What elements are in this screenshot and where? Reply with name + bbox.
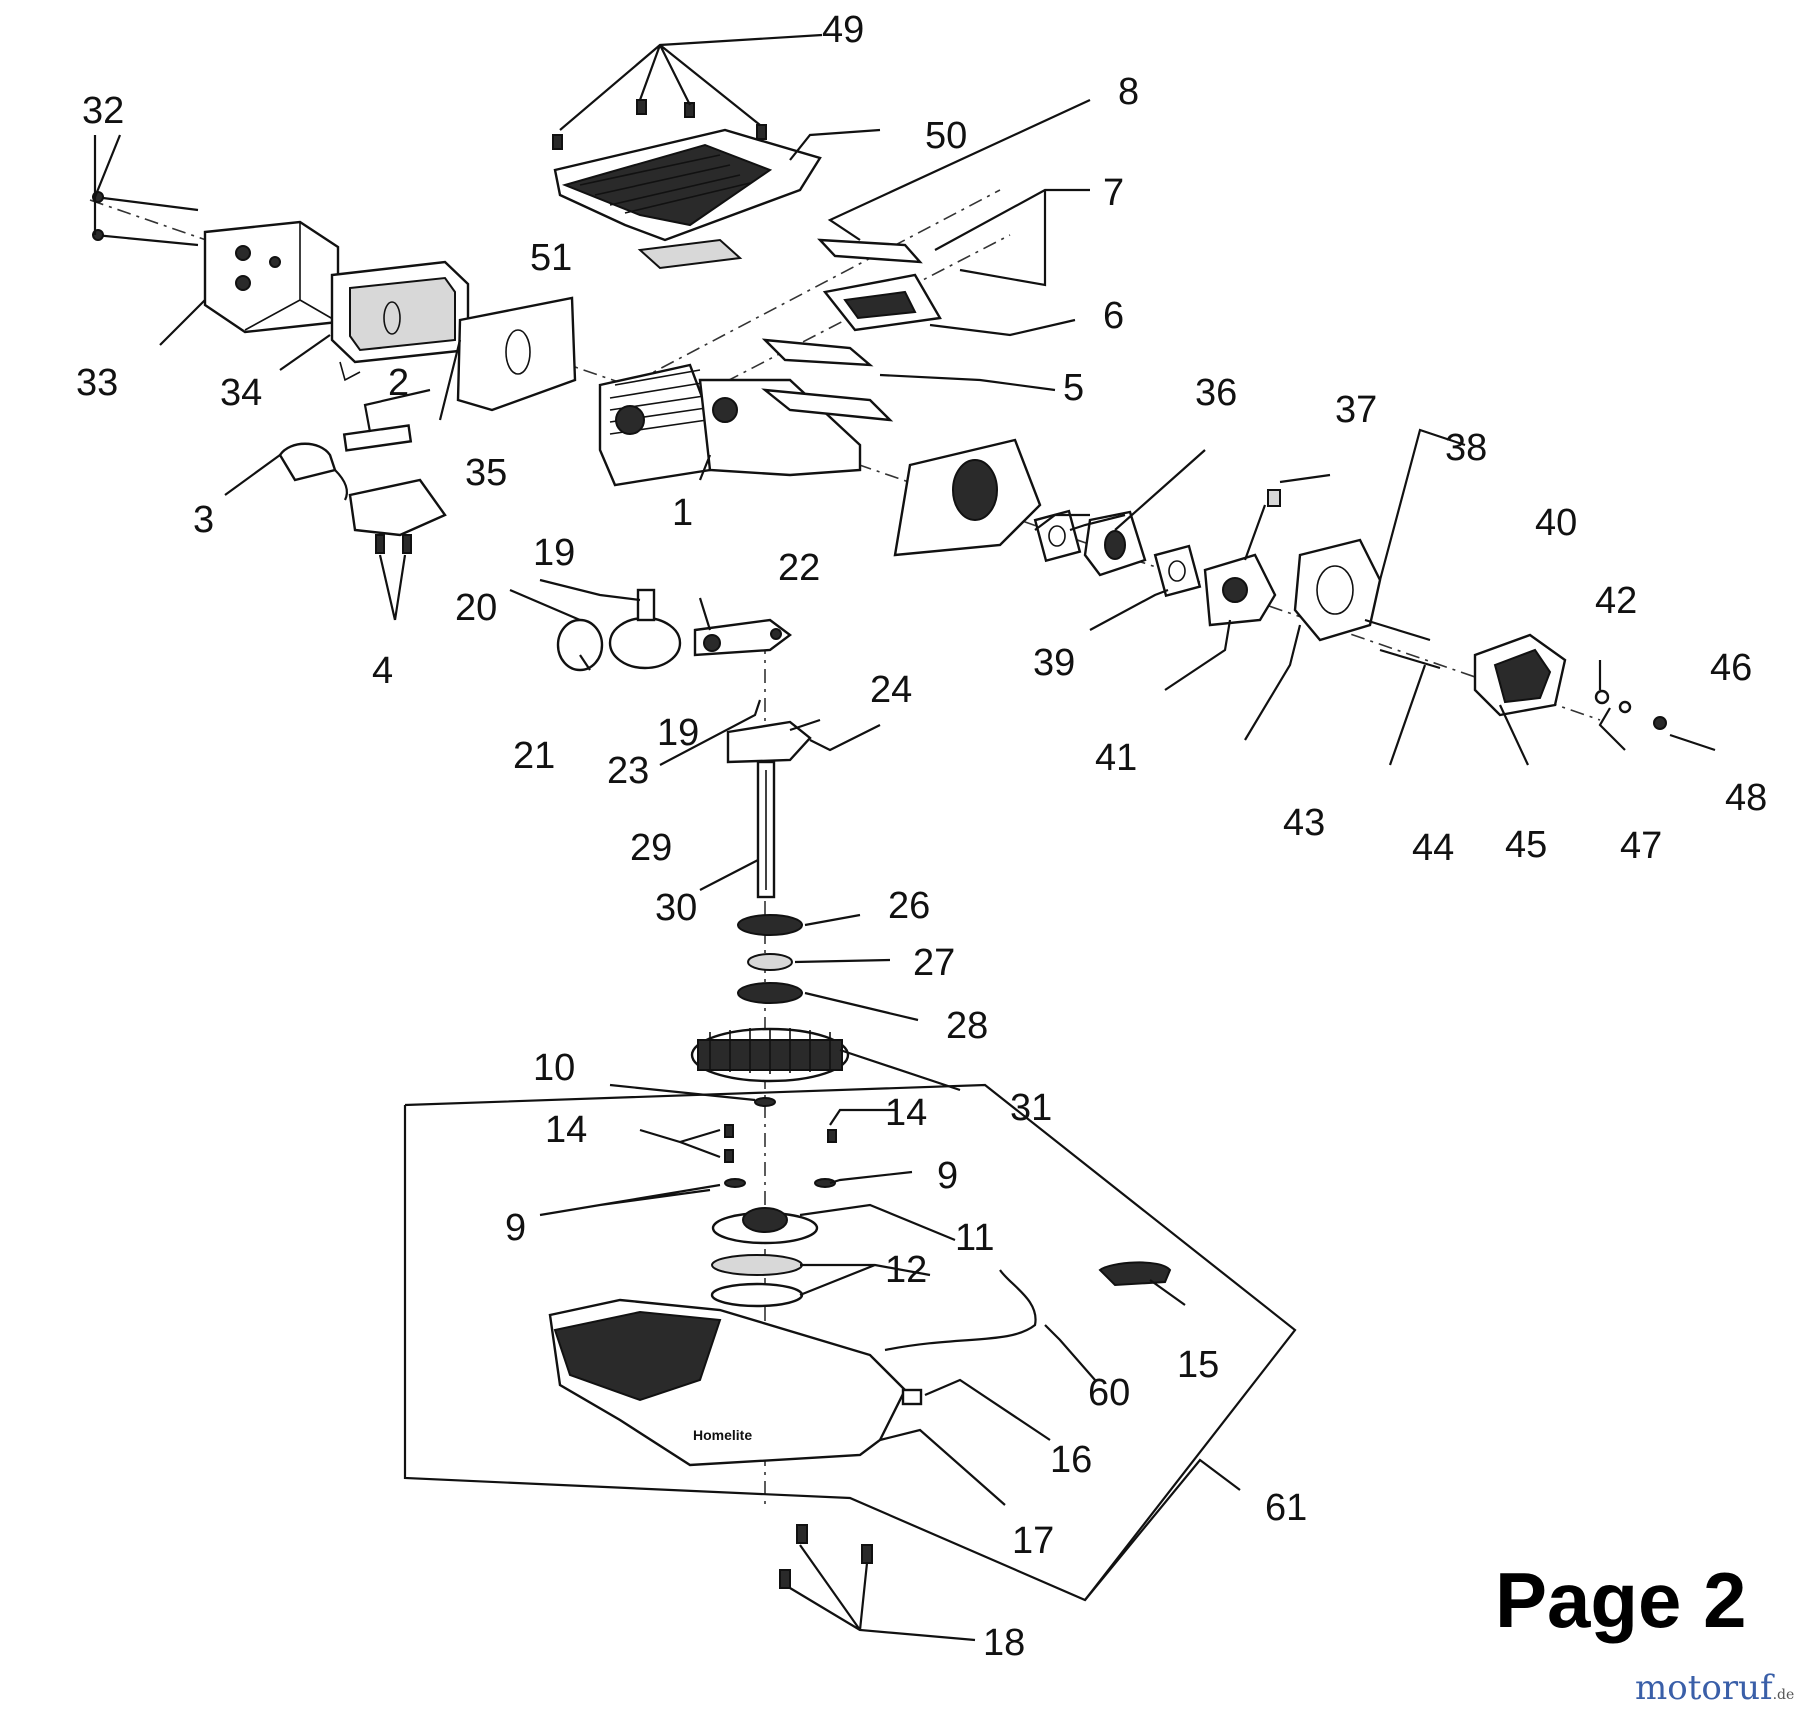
callout-30: 30 — [655, 887, 697, 929]
callout-14a: 14 — [545, 1109, 587, 1151]
callout-6: 6 — [1103, 295, 1124, 337]
washer-47 — [1618, 700, 1632, 714]
callout-3: 3 — [193, 499, 214, 541]
watermark-tld: .de — [1772, 1687, 1795, 1703]
carb-cover — [1473, 633, 1567, 717]
callout-48: 48 — [1725, 777, 1767, 819]
callout-28: 28 — [946, 1005, 988, 1047]
air-filter — [330, 260, 470, 382]
callout-19a: 19 — [533, 532, 575, 574]
callout-18: 18 — [983, 1622, 1025, 1664]
callout-numbers: 1 2 3 4 5 6 7 8 9 9 10 11 12 14 14 15 16… — [76, 9, 1767, 1664]
callout-43: 43 — [1283, 802, 1325, 844]
callout-27: 27 — [913, 942, 955, 984]
callout-12: 12 — [885, 1249, 927, 1291]
callout-60: 60 — [1088, 1372, 1130, 1414]
screws-49 — [552, 99, 767, 150]
callout-36: 36 — [1195, 372, 1237, 414]
callout-9a: 9 — [937, 1155, 958, 1197]
engine-block — [598, 363, 862, 487]
bearing-26 — [737, 914, 803, 936]
rod-43 — [1364, 618, 1431, 642]
ignition-parts — [278, 424, 447, 554]
intake-stack — [1033, 509, 1202, 598]
callout-34: 34 — [220, 372, 262, 414]
callout-51: 51 — [530, 237, 572, 279]
assembly-axes — [89, 189, 1601, 1510]
callout-19b: 19 — [657, 712, 699, 754]
air-box — [1293, 538, 1382, 642]
callout-33: 33 — [76, 362, 118, 404]
small-hardware — [724, 1097, 837, 1188]
callout-5: 5 — [1063, 367, 1084, 409]
recoil-spring-a — [711, 1254, 803, 1276]
callout-50: 50 — [925, 115, 967, 157]
callout-1: 1 — [672, 492, 693, 534]
callout-20: 20 — [455, 587, 497, 629]
callout-29: 29 — [630, 827, 672, 869]
callout-45: 45 — [1505, 824, 1547, 866]
leader-lines — [93, 33, 1716, 1642]
callout-26: 26 — [888, 885, 930, 927]
crankshaft — [726, 720, 812, 899]
callout-15: 15 — [1177, 1344, 1219, 1386]
callout-7: 7 — [1103, 172, 1124, 214]
callout-41: 41 — [1095, 737, 1137, 779]
callout-2: 2 — [388, 362, 409, 404]
watermark-text: motoruf — [1635, 1668, 1773, 1708]
callout-40: 40 — [1535, 502, 1577, 544]
rope-guide — [901, 1388, 923, 1406]
nut-48 — [1653, 716, 1667, 730]
callout-8: 8 — [1118, 71, 1139, 113]
callout-11: 11 — [955, 1217, 994, 1259]
brand-mark: Homelite — [693, 1427, 752, 1443]
callout-38: 38 — [1445, 427, 1487, 469]
callout-22: 22 — [778, 547, 820, 589]
callout-31: 31 — [1010, 1087, 1052, 1129]
piston-group — [556, 588, 792, 672]
callout-61: 61 — [1265, 1487, 1307, 1529]
starter-handle — [1098, 1261, 1172, 1287]
kit-61-outline — [403, 1083, 1297, 1602]
flywheel — [690, 1027, 850, 1083]
shroud — [893, 438, 1042, 557]
callout-10: 10 — [533, 1047, 575, 1089]
callout-24: 24 — [870, 669, 912, 711]
callout-4: 4 — [372, 650, 393, 692]
starter-housing: Homelite — [548, 1298, 907, 1467]
screws-18 — [779, 1524, 873, 1589]
callout-35: 35 — [465, 452, 507, 494]
heat-plate — [637, 238, 743, 270]
callout-32: 32 — [82, 90, 124, 132]
recoil-pulley — [711, 1207, 819, 1245]
callout-9b: 9 — [505, 1207, 526, 1249]
engine-cover — [553, 128, 822, 242]
rod-44 — [1379, 648, 1441, 670]
callout-44: 44 — [1412, 827, 1454, 869]
callout-14b: 14 — [885, 1092, 927, 1134]
air-filter-base — [456, 296, 577, 412]
starter-rope — [884, 1269, 1037, 1352]
callout-42: 42 — [1595, 580, 1637, 622]
callout-21: 21 — [513, 735, 555, 777]
air-filter-cover — [203, 220, 340, 334]
callout-23: 23 — [607, 750, 649, 792]
callout-17: 17 — [1012, 1520, 1054, 1562]
callout-49: 49 — [822, 9, 864, 51]
callout-39: 39 — [1033, 642, 1075, 684]
callout-46: 46 — [1710, 647, 1752, 689]
washer-46 — [1594, 689, 1610, 705]
watermark-logo: motoruf.de — [1635, 1668, 1794, 1708]
callout-37: 37 — [1335, 389, 1377, 431]
recoil-spring-b — [710, 1282, 804, 1308]
seal-27 — [747, 953, 793, 971]
page-label: Page 2 — [1495, 1556, 1747, 1644]
carburetor — [1203, 489, 1281, 627]
plates-5-8 — [761, 238, 942, 422]
callout-16: 16 — [1050, 1439, 1092, 1481]
bearing-28 — [737, 982, 803, 1004]
callout-47: 47 — [1620, 825, 1662, 867]
